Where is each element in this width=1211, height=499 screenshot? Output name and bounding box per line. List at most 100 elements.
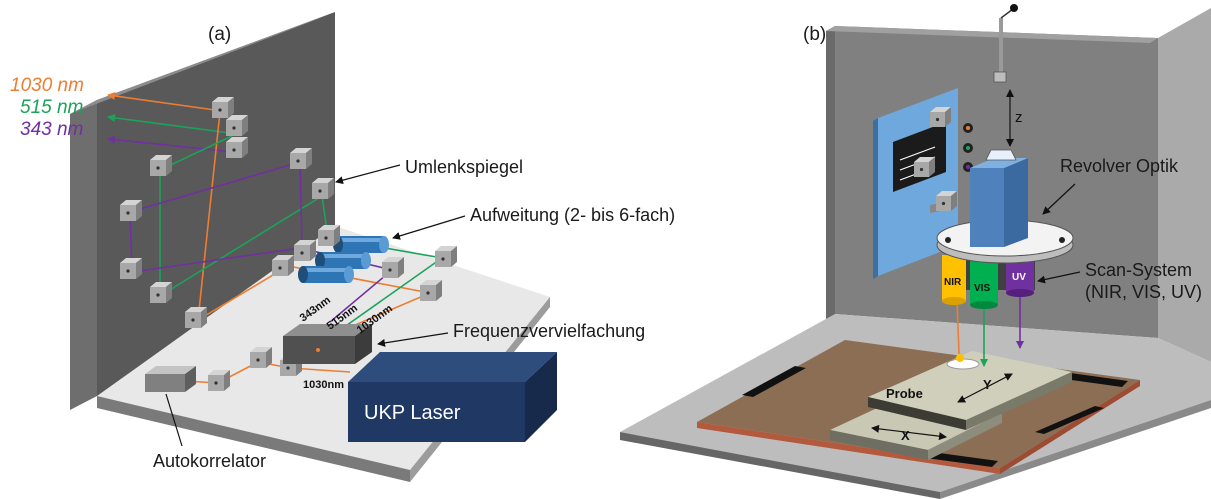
wavelength-515-label: 515 nm — [20, 97, 83, 118]
x-stage-side — [928, 413, 1002, 460]
scan-system-types: (NIR, VIS, UV) — [1085, 282, 1202, 302]
stage-plate-edge-side — [1000, 380, 1140, 474]
mirror-cube — [435, 246, 457, 267]
revolver-hole-left — [945, 237, 951, 243]
fm-side — [355, 324, 372, 364]
mirror-cube-top — [290, 148, 312, 153]
mirror-surface — [214, 381, 218, 385]
z-label: z — [1015, 109, 1023, 126]
nir-objective-bottom — [942, 297, 966, 305]
mirror-panel-edge — [873, 118, 878, 279]
mirror-cube — [212, 97, 234, 118]
mirror-cube-side — [929, 157, 935, 177]
mirror-surface — [126, 269, 130, 273]
mirror-cube-side — [288, 255, 294, 276]
mirror-surface — [324, 236, 328, 240]
z-clamp — [993, 71, 1007, 83]
expander-cap-right — [344, 266, 354, 283]
sample-spot — [956, 354, 964, 362]
mirror-surface — [156, 166, 160, 170]
mirror-surface — [232, 148, 236, 152]
frequency-multiplier-box — [283, 324, 372, 364]
mirror-cube-top — [294, 240, 316, 245]
mirror-cube — [914, 157, 935, 177]
expander-cap-right — [361, 252, 371, 269]
rail-left — [742, 366, 806, 397]
mirror-cube-top — [185, 307, 207, 312]
mirror-cube — [150, 155, 172, 176]
mirror-cube-side — [242, 137, 248, 158]
mirror-cube-side — [136, 200, 142, 221]
mirror-surface — [296, 159, 300, 163]
mirror-surface — [426, 291, 430, 295]
mirror-cube-side — [310, 240, 316, 261]
mirror-cube-side — [451, 246, 457, 267]
autokorrelator-label: Autokorrelator — [153, 451, 266, 471]
mirror-cube-side — [951, 191, 957, 211]
uv-objective-bottom — [1006, 289, 1034, 297]
beam-1030-out — [107, 92, 216, 111]
mirror-cube-top — [120, 258, 142, 263]
beam-515-out — [107, 113, 231, 134]
mirror-surface — [126, 211, 130, 215]
laser-side — [525, 352, 557, 442]
ukp-laser-box: UKP Laser — [348, 352, 557, 442]
laser-front — [348, 382, 525, 442]
rail-front — [926, 452, 998, 467]
umlenkspiegel-label: Umlenkspiegel — [405, 157, 523, 177]
mirror-surface — [286, 366, 290, 370]
mirror-cube-side — [306, 148, 312, 169]
wall-top — [70, 12, 335, 114]
beam-343-path — [129, 161, 394, 323]
panel-a: (a) — [10, 12, 675, 482]
mirror-cube — [294, 240, 316, 261]
mirror-cube-side — [266, 347, 272, 368]
mirror-cube-side — [228, 97, 234, 118]
mirror-cube — [420, 280, 442, 301]
autocorrelator-box — [145, 366, 196, 392]
revolver-label: Revolver Optik — [1060, 156, 1179, 176]
mirror-cube-top — [150, 282, 172, 287]
y-axis-arrow — [957, 373, 1013, 403]
mirror-cube-side — [136, 258, 142, 279]
expander-cap-left — [315, 252, 325, 269]
laser-label: UKP Laser — [364, 402, 461, 424]
mirror-cube-top — [312, 178, 334, 183]
beam-expanders — [298, 236, 389, 283]
mirror-cube — [226, 137, 248, 158]
panel-b: (b) — [620, 4, 1211, 499]
mirror-cube — [120, 258, 142, 279]
mirror-surface — [318, 189, 322, 193]
mirror-surface — [300, 251, 304, 255]
mirror-cube — [290, 148, 312, 169]
mirror-cube — [250, 347, 272, 368]
vis-objective — [970, 255, 998, 305]
scan-system-leader — [1037, 271, 1081, 284]
mirror-cube-top — [936, 191, 957, 196]
frequenz-leader — [377, 332, 449, 347]
mirror-cube — [226, 115, 248, 136]
y-axis-label: Y — [983, 377, 992, 392]
x-axis-arrow — [871, 424, 947, 441]
mirror-cubes-a — [120, 97, 457, 391]
objective-housing — [970, 149, 1028, 247]
mirror-cube-top — [914, 157, 935, 162]
wavelength-1030-label: 1030 nm — [10, 75, 84, 96]
housing-top — [970, 158, 1028, 168]
wavelength-343-label: 343 nm — [20, 119, 83, 140]
y-stage-front — [868, 397, 966, 430]
mirror-cube — [150, 282, 172, 303]
laser-top — [348, 352, 557, 382]
mirror-cube — [936, 191, 957, 211]
mirror-surface — [935, 117, 940, 122]
housing-front — [970, 168, 1004, 247]
mirror-cube — [185, 307, 207, 328]
mirror-cube-top — [226, 137, 248, 142]
ac-side — [185, 366, 196, 392]
mirror-surface — [232, 126, 236, 130]
mirror-cube — [382, 257, 404, 278]
frequenz-label: Frequenzvervielfachung — [453, 321, 645, 341]
mirror-cube-side — [201, 307, 207, 328]
expander-cap-left — [298, 266, 308, 283]
mirror-cube-top — [272, 255, 294, 260]
